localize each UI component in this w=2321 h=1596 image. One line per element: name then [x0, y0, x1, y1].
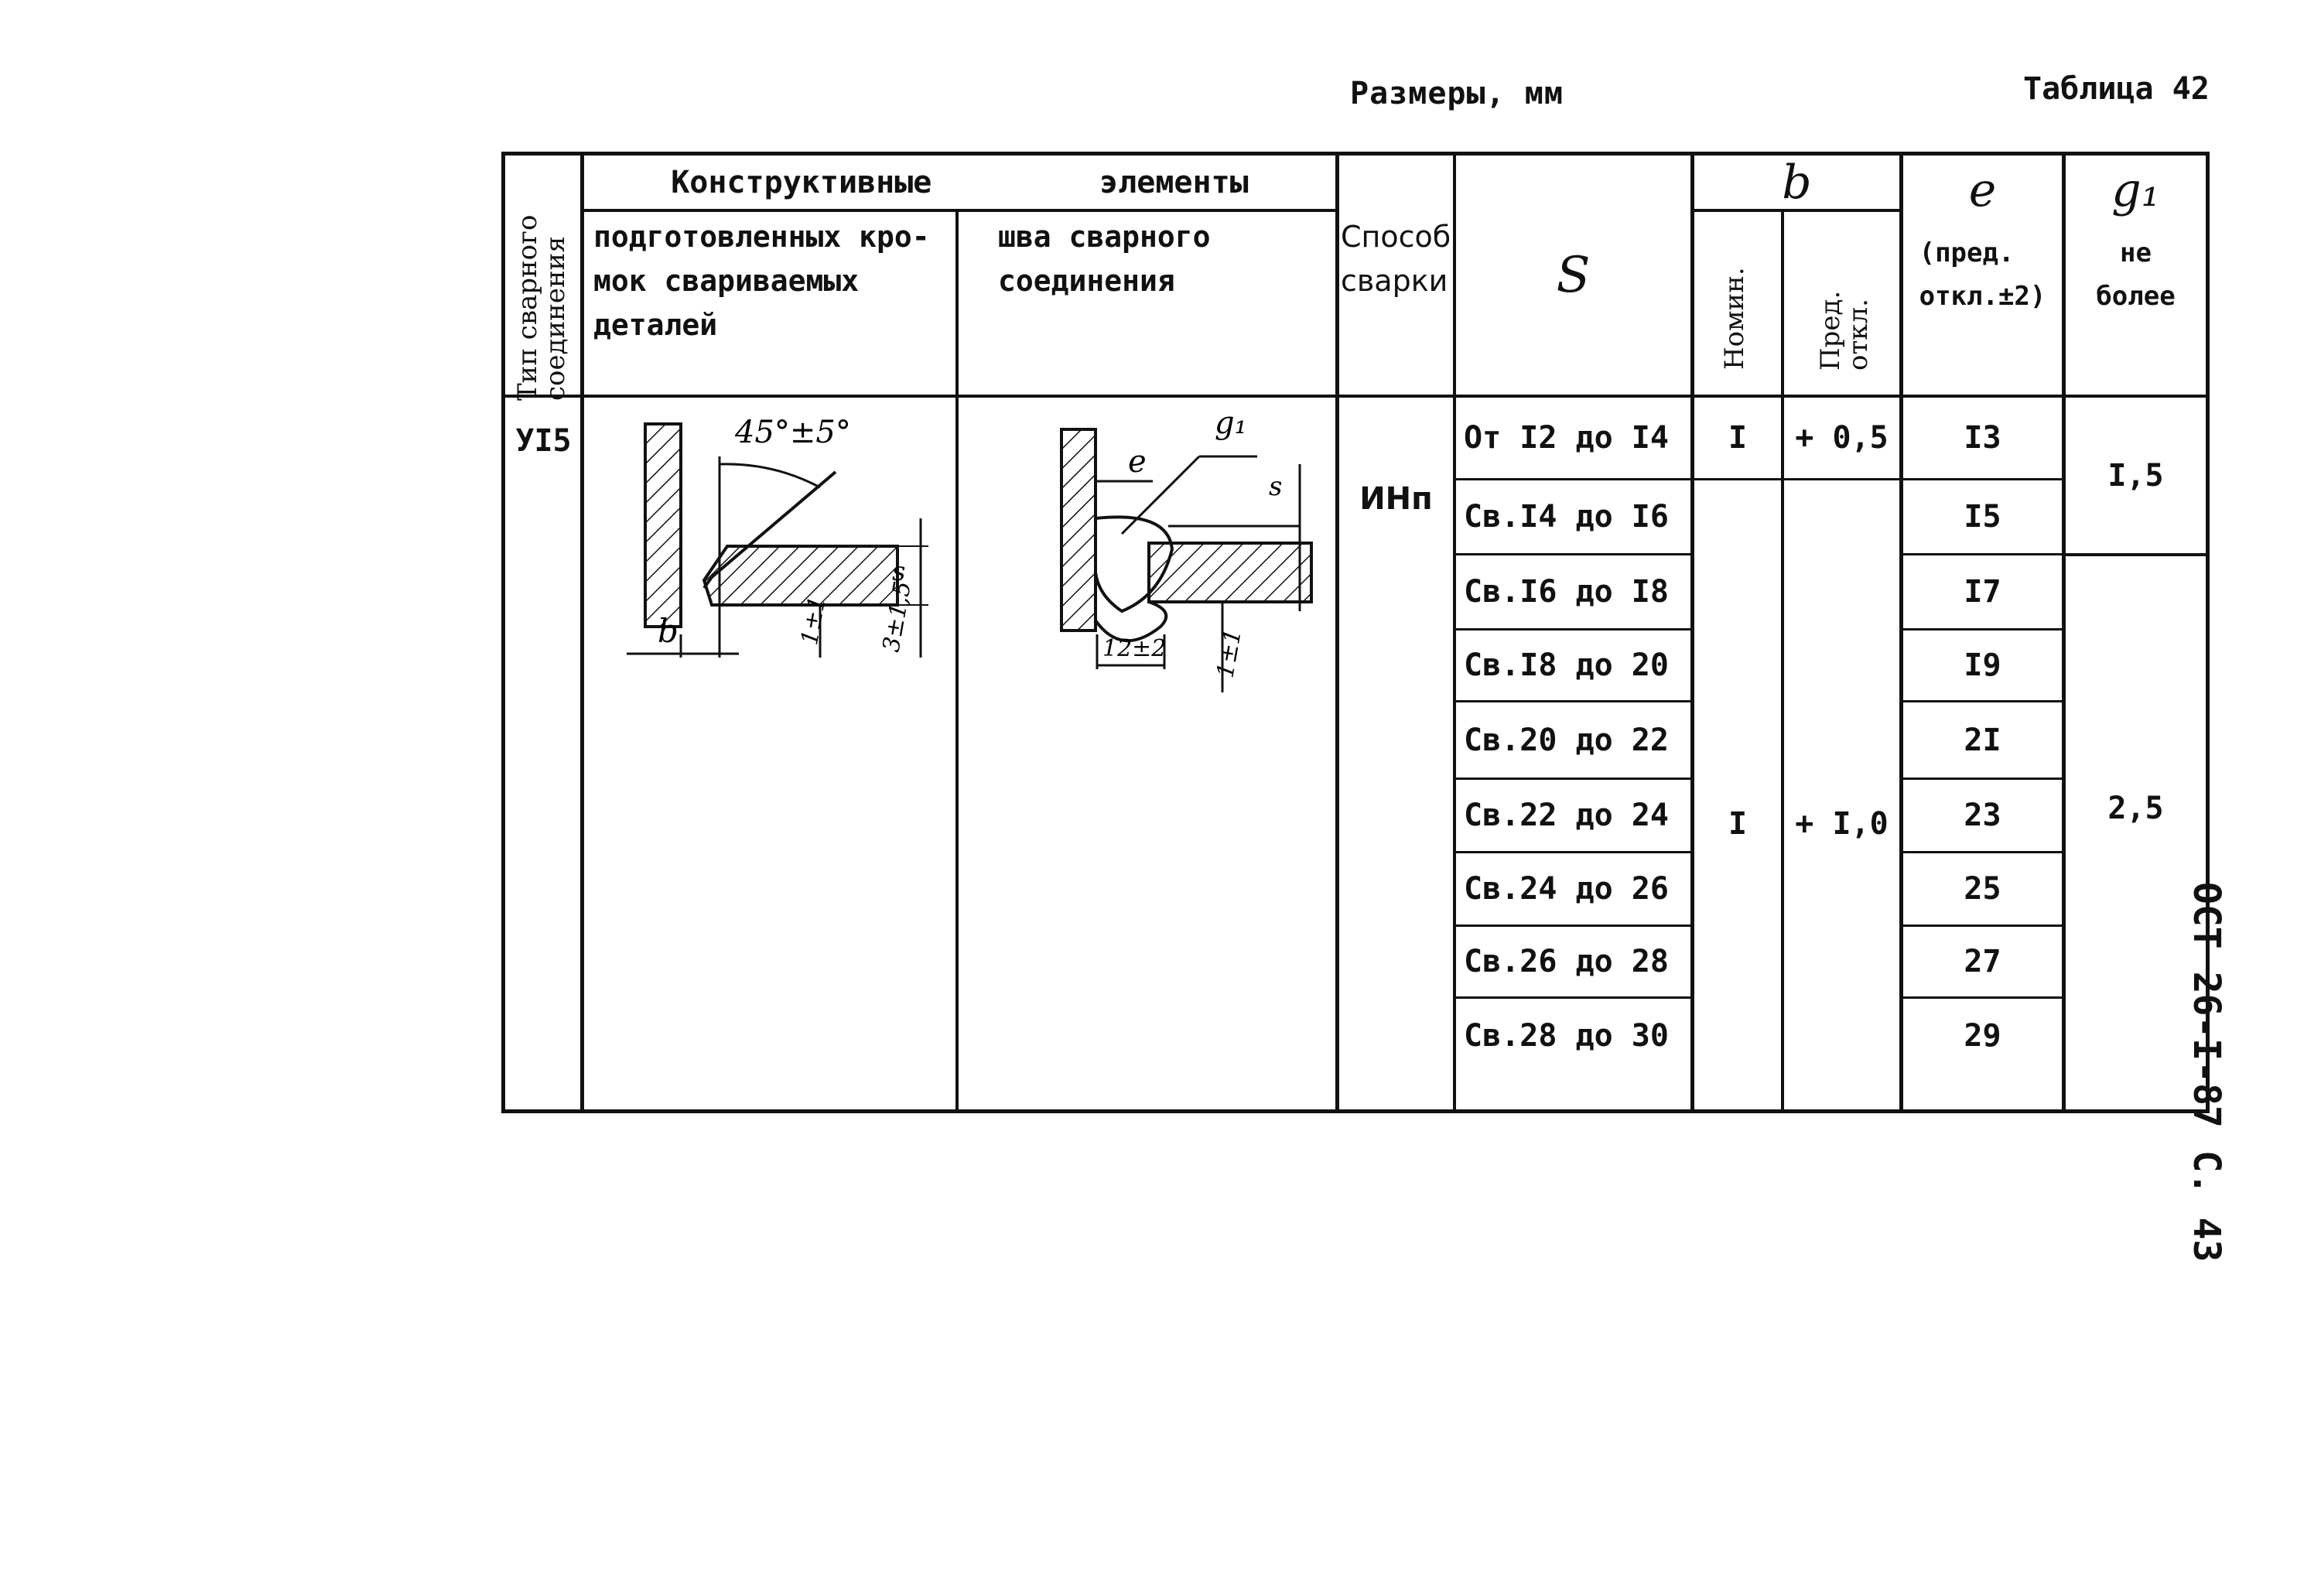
angle-label: 45°±5°	[734, 415, 851, 450]
dim-1-right: 1±1	[1212, 627, 1246, 679]
s-label: s	[892, 556, 905, 587]
e-value: 29	[1964, 1017, 2001, 1054]
header-weld-seam: шва сварного соединения	[998, 220, 1211, 298]
header-b: b	[1782, 155, 1812, 210]
width-label: 12±2	[1102, 635, 1166, 662]
s-label-right: s	[1269, 471, 1282, 502]
s-range: Св.I8 до 20	[1464, 648, 1669, 683]
joint-type-value: УI5	[515, 423, 572, 459]
s-range: От I2 до I4	[1464, 420, 1669, 456]
b-label: b	[658, 612, 679, 650]
s-range: Св.20 до 22	[1464, 722, 1669, 758]
e-value: I7	[1964, 574, 2001, 610]
header-b-deviation: Пред. откл.	[1815, 290, 1874, 371]
header-s: S	[1556, 246, 1591, 304]
g1-value-1: I,5	[2107, 457, 2164, 494]
document-code: ОСТ 26-I-87 С. 43	[2185, 882, 2228, 1263]
s-range: Св.26 до 28	[1464, 944, 1669, 979]
header-e: e	[1968, 163, 1997, 217]
s-range: Св.28 до 30	[1464, 1017, 1669, 1054]
e-label: e	[1128, 444, 1147, 480]
header-e-note: (пред. откл.±2)	[1919, 238, 2046, 312]
e-value: 25	[1964, 871, 2001, 907]
header-g1-note: не более	[2096, 238, 2176, 312]
welding-method-value: ИНп	[1359, 481, 1433, 517]
s-range: Св.I6 до I8	[1464, 574, 1669, 610]
s-range: Св.24 до 26	[1464, 871, 1669, 907]
s-range: Св.22 до 24	[1464, 798, 1669, 833]
header-b-nominal: Номин.	[1719, 267, 1750, 370]
e-value: 2I	[1964, 722, 2001, 758]
dimensions-label: Размеры, мм	[1350, 76, 1564, 111]
header-prepared-edges: подготовленных кро- мок свариваемых дета…	[593, 220, 930, 342]
e-value: 27	[1964, 944, 2001, 979]
weld-seam-drawing: g₁ e s 12±2 1±1	[1060, 405, 1313, 692]
e-value: 23	[1964, 798, 2001, 833]
b-nominal-2: I	[1728, 806, 1748, 842]
e-value: I5	[1964, 499, 2001, 535]
edge-preparation-drawing: 45°±5° b s 1±1 3±1,5	[627, 415, 928, 658]
b-nominal-1: I	[1728, 420, 1748, 456]
header-g1: g₁	[2111, 163, 2160, 217]
b-deviation-1: + 0,5	[1795, 420, 1889, 456]
e-value: I3	[1964, 420, 2001, 456]
header-constructive-elements: Конструктивные элементы	[671, 164, 1249, 200]
g1-value-2: 2,5	[2107, 791, 2164, 826]
e-value: I9	[1964, 648, 2001, 683]
g1-label: g₁	[1215, 405, 1247, 441]
s-range: Св.I4 до I6	[1464, 499, 1669, 535]
table-number: Таблица 42	[2023, 71, 2210, 107]
b-deviation-2: + I,0	[1795, 806, 1889, 842]
header-joint-type: Тип сварного соединения	[512, 214, 571, 401]
header-welding-method: Способ сварки	[1341, 220, 1451, 298]
